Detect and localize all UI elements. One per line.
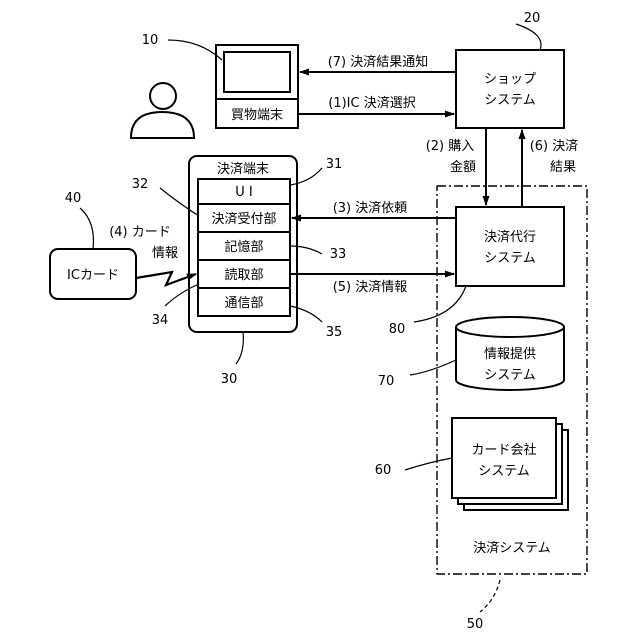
flow-7-label: (7) 決済結果通知 [328, 54, 429, 70]
agency-system-ref: 80 [389, 322, 406, 337]
unit-ui-label: U I [235, 185, 252, 200]
card-company-group: カード会社 システム 60 [375, 418, 568, 510]
shop-system-line1: ショップ [484, 72, 536, 87]
payment-system-label: 決済システム [473, 540, 551, 556]
user-icon [131, 83, 194, 138]
card-company-ref: 60 [375, 463, 392, 478]
shop-system-group: ショップ システム 20 [456, 11, 564, 128]
flow-3-label: (3) 決済依頼 [333, 200, 408, 216]
ic-card-group: ICカード 40 [50, 191, 136, 299]
card-company-leader [405, 458, 452, 470]
info-provider-group: 情報提供 システム 70 [378, 317, 564, 390]
shop-system-line2: システム [484, 93, 536, 108]
card-company-line2: システム [478, 464, 530, 479]
flow-5-label: (5) 決済情報 [333, 279, 408, 295]
agency-system-leader [414, 286, 466, 322]
flow-6-label-line2: 結果 [550, 160, 576, 175]
unit-reader-label: 読取部 [224, 267, 263, 283]
unit-ui-ref: 31 [326, 157, 343, 172]
ic-card-leader [80, 208, 93, 249]
flow-4-label-line2: 情報 [152, 246, 178, 261]
flow-4-wireless-arrow [136, 272, 196, 285]
flow-2-label-line2: 金額 [450, 159, 476, 175]
unit-storage-ref: 33 [330, 247, 347, 262]
payment-system-leader [480, 580, 500, 612]
payment-terminal-leader [236, 332, 243, 364]
unit-acceptance-ref: 32 [132, 177, 149, 192]
shop-system-leader [516, 24, 541, 50]
flow-6-label-line1: (6) 決済 [530, 138, 579, 154]
payment-terminal-ref: 30 [221, 372, 238, 387]
info-provider-cylinder-top [456, 317, 564, 337]
shop-system-ref: 20 [524, 11, 541, 26]
unit-storage-label: 記憶部 [224, 239, 263, 255]
purchase-terminal-leader [168, 40, 222, 60]
payment-terminal-title: 決済端末 [217, 161, 269, 177]
agency-system-box [456, 207, 564, 286]
flow-1-label: (1)IC 決済選択 [328, 95, 415, 111]
info-provider-line2: システム [484, 368, 536, 383]
info-provider-leader [410, 360, 456, 375]
agency-system-line1: 決済代行 [484, 229, 536, 245]
ic-card-ref: 40 [65, 191, 82, 206]
card-company-line1: カード会社 [471, 442, 536, 458]
purchase-terminal-ref: 10 [142, 33, 159, 48]
payment-terminal-group: 決済端末 U I 決済受付部 記憶部 読取部 通信部 31 32 33 34 3… [132, 156, 347, 387]
unit-acceptance-label: 決済受付部 [211, 211, 276, 227]
flow-2-label-line1: (2) 購入 [426, 139, 475, 154]
info-provider-ref: 70 [378, 374, 395, 389]
unit-reader-ref: 34 [152, 313, 169, 328]
shop-system-box [456, 50, 564, 128]
ic-card-label: ICカード [67, 268, 119, 283]
unit-comm-label: 通信部 [224, 296, 263, 311]
info-provider-line1: 情報提供 [484, 346, 536, 362]
monitor-screen [224, 52, 290, 92]
unit-comm-ref: 35 [326, 325, 343, 340]
payment-system-ref: 50 [467, 617, 484, 632]
purchase-terminal-label: 買物端末 [231, 108, 283, 123]
agency-system-line2: システム [484, 251, 536, 266]
card-company-box [452, 418, 556, 498]
flow-4-label-line1: (4) カード [109, 225, 171, 240]
